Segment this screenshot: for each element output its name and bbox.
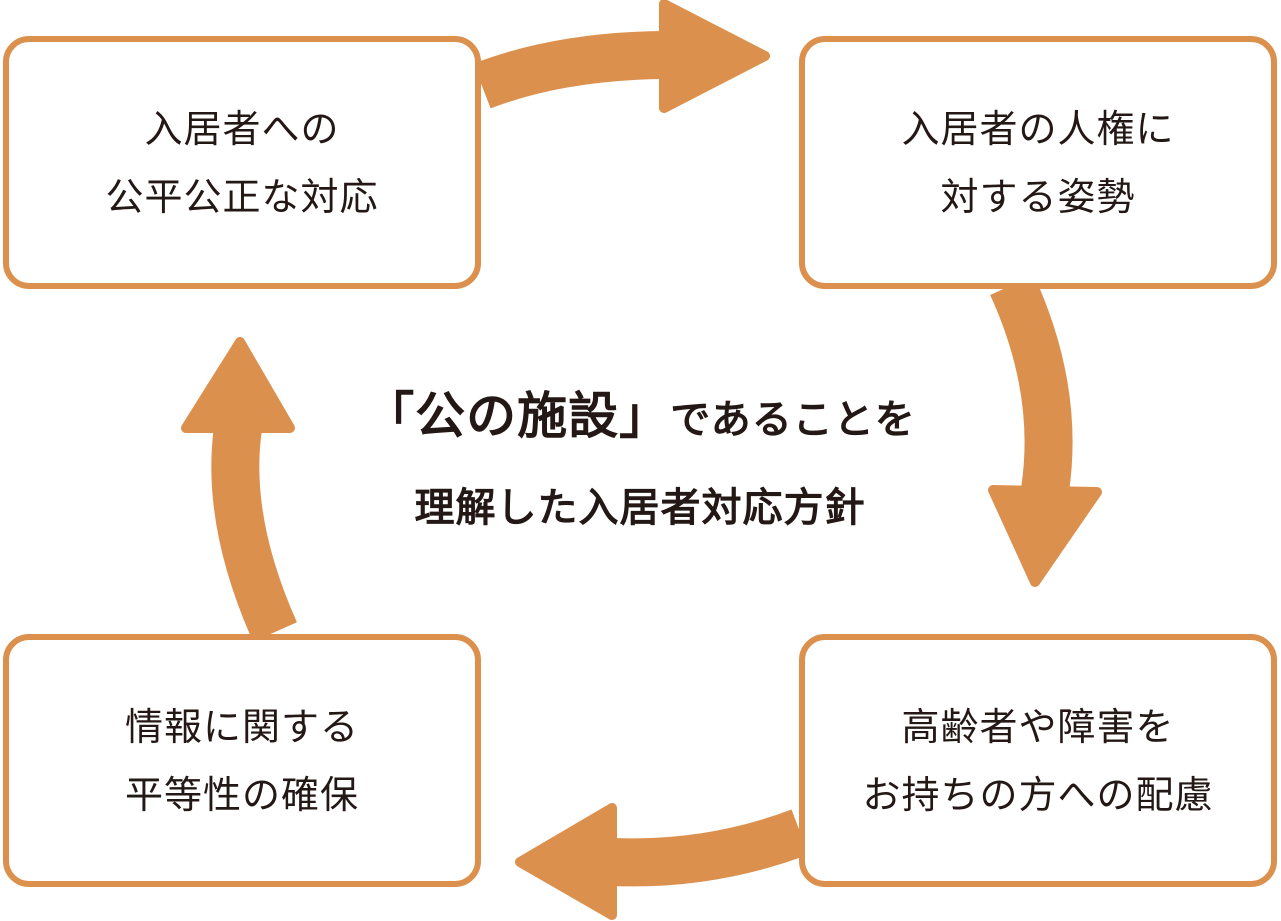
arrow-top-right-head [659, 0, 770, 113]
box-information-equality: 情報に関する 平等性の確保 [3, 634, 481, 887]
arrow-left-up [181, 337, 297, 642]
arrow-right-down-head [988, 485, 1102, 587]
box-human-rights-line1: 入居者の人権に [901, 106, 1175, 151]
box-information-equality-line1: 情報に関する [124, 704, 359, 749]
box-fair-treatment-line1: 入居者への [144, 106, 340, 151]
box-fair-treatment: 入居者への 公平公正な対応 [3, 36, 481, 289]
arrow-bottom-left-head [515, 803, 617, 920]
box-elderly-disability-care-line2: お持ちの方への配慮 [862, 772, 1214, 817]
center-line1-rest: であることを [670, 397, 916, 443]
box-human-rights: 入居者の人権に 対する姿勢 [799, 36, 1277, 289]
arrow-left-up-head [181, 337, 295, 433]
box-elderly-disability-care-line1: 高齢者や障害を [901, 704, 1175, 749]
arrow-bottom-left [515, 803, 809, 920]
center-emphasis: 「公の施設」 [364, 387, 671, 445]
box-elderly-disability-care: 高齢者や障害を お持ちの方への配慮 [799, 634, 1277, 887]
arrow-top-right-shaft [473, 31, 665, 109]
center-line1: 「公の施設」であることを [280, 370, 1000, 462]
box-information-equality-line2: 平等性の確保 [124, 772, 359, 817]
arrow-right-down-shaft [990, 275, 1073, 494]
arrow-left-up-shaft [211, 424, 297, 642]
arrow-bottom-left-shaft [611, 809, 809, 887]
box-human-rights-line2: 対する姿勢 [940, 174, 1136, 219]
arrow-right-down [988, 275, 1102, 587]
box-fair-treatment-line2: 公平公正な対応 [105, 174, 379, 219]
center-line2: 理解した入居者対応方針 [414, 485, 866, 531]
arrow-top-right [473, 0, 770, 113]
center-policy-text: 「公の施設」であることを 理解した入居者対応方針 [280, 370, 1000, 554]
